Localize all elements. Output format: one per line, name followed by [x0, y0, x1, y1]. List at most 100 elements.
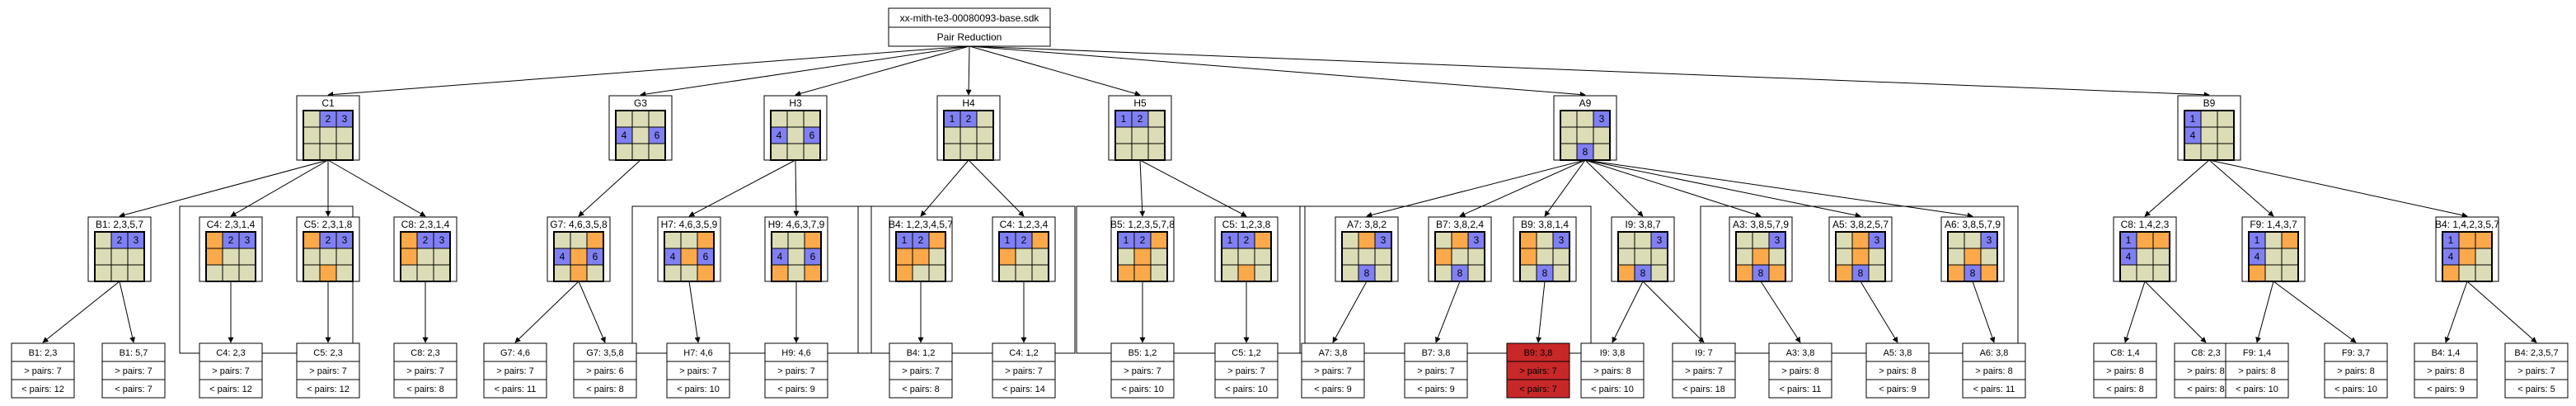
grid-cell: [2184, 143, 2202, 161]
leaf-frame: [1506, 342, 1570, 399]
node-title: C8: 1,4,2,3: [2121, 219, 2170, 230]
leaf-lt-pairs: < pairs: 5: [2517, 385, 2555, 394]
grid-cell: [2119, 264, 2137, 282]
grid-border: [1114, 110, 1166, 161]
grid-cell: [222, 248, 240, 266]
leaf-frame: [1301, 342, 1365, 399]
result-leaf: H9: 4,6> pairs: 7< pairs: 9: [764, 342, 828, 399]
edge-arrow: [969, 45, 1141, 97]
leaf-title: C5: 1,2: [1232, 348, 1260, 358]
result-leaf: B4: 1,4> pairs: 8< pairs: 9: [2414, 342, 2478, 399]
leaf-gt-pairs: > pairs: 8: [2106, 366, 2144, 376]
grid-cell: [928, 264, 946, 282]
leaf-gt-pairs: > pairs: 7: [1227, 366, 1265, 376]
grid-cell: [1752, 231, 1770, 249]
leaf-title: A3: 3,8: [1786, 348, 1815, 358]
grid-cell: [631, 110, 650, 128]
cell-digit: 2: [423, 234, 429, 246]
cluster-box: [857, 205, 1076, 354]
edge-arrow: [1332, 281, 1368, 343]
node-title: H7: 4,6,3,5,9: [661, 219, 718, 230]
edge-arrow: [1972, 281, 1996, 343]
grid-cell: [2475, 248, 2493, 266]
grid-cell: [803, 143, 821, 161]
grid-cell: [1237, 264, 1255, 282]
node-title: B9: 3,8,1,4: [1521, 219, 1569, 230]
grid-border: [1947, 231, 1998, 282]
edge-arrow: [2208, 159, 2468, 219]
node-title: A6: 3,8,5,7,9: [1945, 219, 2001, 230]
edge-arrow: [2144, 159, 2210, 217]
grid-border: [895, 231, 946, 282]
result-leaf: C4: 2,3> pairs: 7< pairs: 12: [199, 342, 263, 399]
leaf-title: A7: 3,8: [1319, 348, 1348, 358]
cell-digit: 2: [918, 234, 924, 246]
grid-cell: [1031, 231, 1049, 249]
grid-cell: [786, 126, 805, 144]
leaf-title: C8: 2,3: [2191, 348, 2220, 358]
grid-border: [1519, 231, 1570, 282]
grid-cell: [1451, 231, 1469, 249]
leaf-lt-pairs: < pairs: 12: [21, 385, 64, 394]
node-title: C8: 2,3,1,4: [401, 219, 450, 230]
cluster-box: [1076, 205, 1306, 354]
grid-cell: [1519, 231, 1537, 249]
leaf-gt-pairs: > pairs: 7: [24, 366, 62, 376]
grid-cell: [771, 231, 789, 249]
grid-cell: [400, 248, 418, 266]
leaf-frame: [11, 342, 75, 399]
cell-digit: 1: [1121, 113, 1127, 125]
cell-digit: 2: [326, 234, 331, 246]
result-leaf: C5: 1,2> pairs: 7< pairs: 10: [1214, 342, 1279, 399]
grid-cell: [976, 143, 994, 161]
edge-arrow: [119, 281, 136, 343]
grid-border: [998, 231, 1049, 282]
grid-cell: [1617, 248, 1635, 266]
grid-cell: [335, 126, 354, 144]
grid-cell: [1237, 248, 1255, 266]
edge-arrow: [1584, 159, 1973, 219]
cell-digit: 6: [655, 130, 660, 141]
candidate-node-a3-a9: A3: 3,8,5,7,938: [1729, 216, 1793, 282]
candidate-node-b4-b9: B4: 1,4,2,3,5,714: [2435, 216, 2499, 282]
leaf-frame: [1962, 342, 2026, 399]
grid-cell: [1221, 248, 1239, 266]
node-title: A9: [1579, 97, 1592, 109]
grid-cell: [2248, 264, 2266, 282]
leaf-title: B5: 1,2: [1128, 348, 1157, 358]
result-leaf: B1: 5,7> pairs: 7< pairs: 7: [101, 342, 166, 399]
leaf-frame: [483, 342, 547, 399]
grid-cell: [110, 264, 129, 282]
grid-cell: [2281, 231, 2299, 249]
node-title: C4: 2,3,1,4: [207, 219, 256, 230]
leaf-frame: [2414, 342, 2478, 399]
leaf-gt-pairs: > pairs: 8: [1975, 366, 2013, 376]
leaf-frame: [2093, 342, 2157, 399]
grid-border: [1560, 110, 1611, 161]
grid-cell: [335, 143, 354, 161]
cell-digit: 2: [326, 113, 331, 125]
grid-cell: [928, 231, 946, 249]
edge-arrow: [1584, 159, 1644, 217]
grid-cell: [303, 264, 321, 282]
grid-cell: [1560, 143, 1578, 161]
leaf-lt-pairs: < pairs: 11: [1973, 385, 2015, 394]
result-leaf: A3: 3,8> pairs: 8< pairs: 11: [1768, 342, 1832, 399]
leaf-lt-pairs: < pairs: 9: [1314, 385, 1352, 394]
grid-cell: [2152, 248, 2170, 266]
leaf-title: B4: 1,4: [2432, 348, 2461, 358]
grid-cell: [2217, 143, 2235, 161]
leaf-frame: [1214, 342, 1279, 399]
leaf-title: B9: 3,8: [1524, 348, 1553, 358]
grid-cell: [631, 126, 650, 144]
grid-cell: [1133, 264, 1152, 282]
grid-cell: [2475, 231, 2493, 249]
edge-arrow: [327, 159, 426, 217]
grid-cell: [1735, 231, 1753, 249]
grid-cell: [1374, 264, 1392, 282]
edge-arrow: [2444, 281, 2468, 343]
grid-cell: [2152, 231, 2170, 249]
grid-cell: [786, 143, 805, 161]
grid-cell: [664, 231, 682, 249]
